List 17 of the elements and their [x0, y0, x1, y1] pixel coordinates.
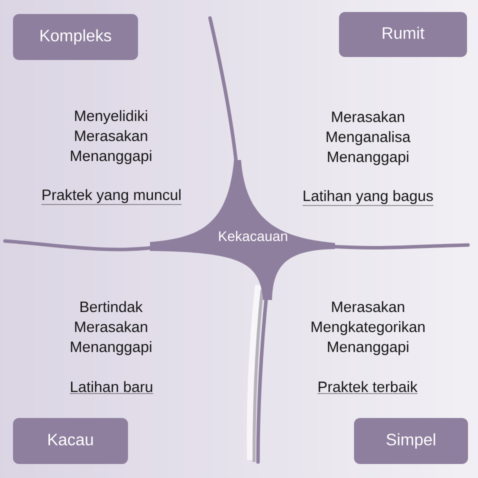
action-text: Merasakan — [75, 321, 148, 332]
practice-text: Praktek terbaik — [317, 381, 418, 394]
action-text: Merasakan — [332, 301, 404, 312]
domain-box: Kompleks — [13, 14, 138, 60]
action-text: Menanggapi — [70, 150, 152, 164]
action-text: Mengkategorikan — [312, 321, 425, 336]
domain-box: Simpel — [354, 418, 468, 464]
practice-text: Latihan baru — [70, 381, 154, 394]
action-text: Bertindak — [80, 301, 143, 312]
action-text: Menyelidiki — [75, 110, 148, 124]
action-text: Merasakan — [75, 130, 148, 142]
action-text: Menanggapi — [70, 341, 152, 356]
domain-box: Kacau — [13, 418, 128, 464]
action-text: Menganalisa — [326, 131, 411, 146]
action-text: Menanggapi — [328, 341, 408, 356]
action-text: Merasakan — [332, 111, 404, 122]
domain-box: Rumit — [339, 12, 467, 57]
